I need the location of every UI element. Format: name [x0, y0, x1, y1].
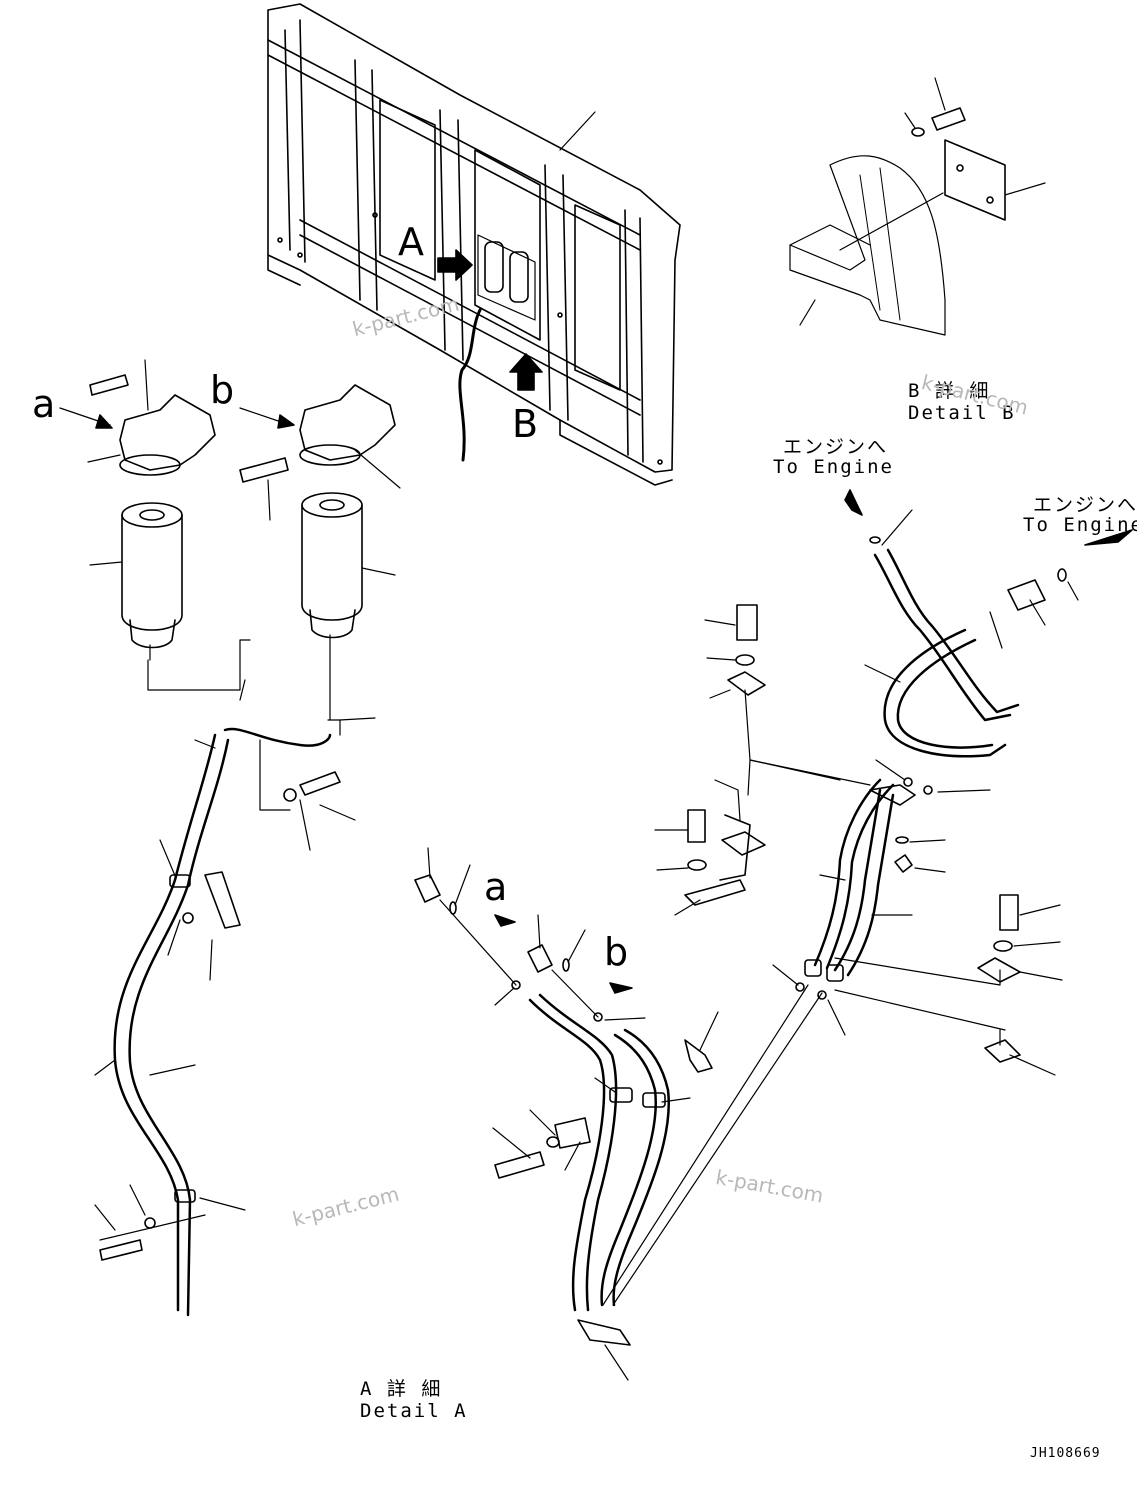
- detail-b-label-en: Detail B: [908, 402, 1016, 424]
- to-engine-label-2-jp: エンジンへ: [1033, 494, 1137, 516]
- to-engine-label-2-en: To Engine: [1023, 514, 1137, 536]
- detail-b-label-jp: B 詳 細: [908, 380, 991, 402]
- filter-head-a: [59, 359, 216, 476]
- callout-pipe-a: a: [484, 865, 508, 909]
- callout-pipe-b: b: [604, 930, 629, 974]
- detail-a-label-en: Detail A: [360, 1400, 468, 1422]
- detail-b-drawing: [789, 77, 1046, 336]
- callout-view-b: B: [512, 402, 539, 446]
- arrow-view-b: [509, 353, 543, 391]
- right-brackets-bolts: [654, 489, 1133, 1076]
- filter-head-b: [239, 384, 401, 521]
- right-fuel-lines: [744, 509, 1079, 1036]
- callout-head-a: a: [32, 382, 56, 426]
- fuel-filter-cartridge-right: [301, 492, 396, 721]
- drain-hose-assembly: [94, 639, 376, 1317]
- to-engine-label-1-en: To Engine: [773, 456, 894, 478]
- to-engine-label-1-jp: エンジンへ: [783, 436, 889, 458]
- detail-a-label-jp: A 詳 細: [360, 1378, 443, 1400]
- frame-assembly: [267, 3, 681, 486]
- callout-view-a: A: [398, 220, 424, 264]
- fuel-filter-cartridge-left: [89, 502, 183, 661]
- arrow-view-a: [437, 249, 473, 281]
- callout-head-b: b: [210, 368, 235, 412]
- frame-filter-pair: [458, 234, 536, 462]
- center-fittings-hoses: [414, 847, 823, 1381]
- drawing-number: JH108669: [1030, 1446, 1101, 1461]
